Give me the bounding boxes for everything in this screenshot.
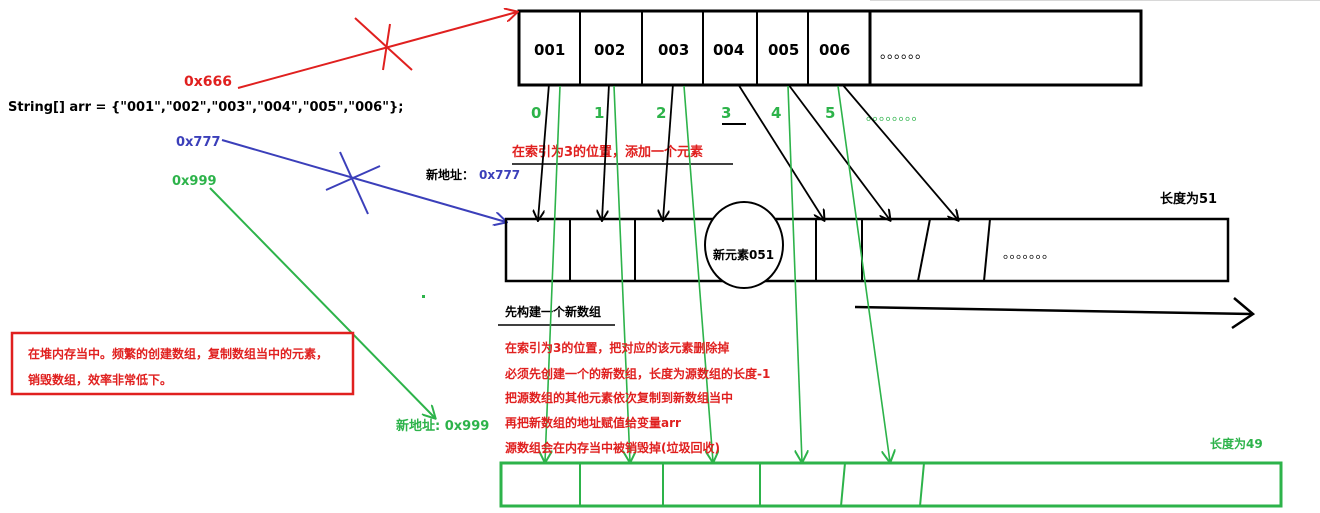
green-copy-arrow bbox=[787, 85, 802, 462]
green-copy-arrow bbox=[837, 85, 890, 462]
insert-instruction: 在索引为3的位置，添加一个元素 bbox=[512, 144, 703, 160]
red-cross-mark bbox=[354, 17, 413, 71]
bottom-array bbox=[499, 461, 1283, 508]
bottom-length-label: 长度为49 bbox=[1210, 436, 1263, 451]
middle-length-label: 长度为51 bbox=[1160, 191, 1217, 207]
index-label: 2 bbox=[656, 104, 666, 122]
bottom-new-address: 新地址: 0x999 bbox=[396, 418, 489, 434]
index-label: 3 bbox=[721, 104, 731, 122]
new-address-value: 0x777 bbox=[479, 168, 520, 182]
index-label: 4 bbox=[771, 104, 781, 122]
top-array-ellipsis: 。。。。。。 bbox=[880, 46, 929, 62]
indices-ellipsis: 。。。。。。。。 bbox=[866, 109, 925, 124]
red-reference-arrow bbox=[237, 12, 517, 89]
new-address-label: 新地址： bbox=[426, 167, 474, 182]
middle-array-box bbox=[504, 217, 1230, 283]
delete-step: 在索引为3的位置，把对应的该元素删除掉 bbox=[505, 340, 729, 355]
green-copy-arrow bbox=[683, 85, 713, 462]
top-array-box bbox=[517, 9, 1143, 87]
red-cross-mark bbox=[382, 23, 391, 71]
copy-arrow bbox=[787, 83, 890, 220]
copy-arrow bbox=[602, 83, 610, 220]
address-0x777: 0x777 bbox=[176, 135, 221, 150]
delete-step: 把源数组的其他元素依次复制到新数组当中 bbox=[505, 390, 733, 405]
blue-cross-mark bbox=[325, 165, 381, 191]
copy-arrow bbox=[737, 83, 824, 220]
bottom-array-box bbox=[499, 461, 1283, 508]
middle-array-ellipsis: 。。。。。。。 bbox=[1003, 247, 1055, 262]
top-divider-line bbox=[870, 0, 1320, 1]
delete-step: 必须先创建一个的新数组，长度为源数组的长度-1 bbox=[504, 366, 770, 381]
middle-array-divider bbox=[983, 218, 991, 282]
build-new-array-label: 先构建一个新数组 bbox=[505, 304, 601, 319]
copy-arrow bbox=[841, 83, 958, 220]
new-element-circle bbox=[704, 201, 784, 289]
address-0x666: 0x666 bbox=[184, 74, 232, 90]
top-array: 001 002 003 004 005 006 。。。。。。 bbox=[517, 9, 1143, 87]
top-cell-004: 004 bbox=[713, 41, 744, 59]
delete-step: 再把新数组的地址赋值给变量arr bbox=[505, 415, 681, 430]
middle-array: 新元素051 。。。。。。。 bbox=[504, 201, 1230, 289]
middle-array-divider bbox=[917, 218, 931, 282]
delete-copy-arrows bbox=[545, 85, 890, 462]
insert-copy-arrows bbox=[538, 83, 958, 220]
code-declaration: String[] arr = {"001","002","003","004",… bbox=[8, 100, 403, 115]
copy-arrow bbox=[538, 83, 550, 220]
green-copy-arrow bbox=[613, 85, 630, 462]
top-cell-002: 002 bbox=[594, 41, 625, 59]
new-element-label: 新元素051 bbox=[713, 247, 774, 262]
bottom-array-divider bbox=[919, 462, 925, 507]
delete-step: 源数组会在内存当中被销毁掉(垃圾回收) bbox=[505, 440, 720, 455]
extend-arrow bbox=[854, 305, 1253, 316]
note-box bbox=[10, 331, 355, 396]
green-reference-arrow bbox=[209, 187, 435, 418]
top-cell-006: 006 bbox=[819, 41, 850, 59]
top-cell-003: 003 bbox=[658, 41, 689, 59]
delete-steps: 在索引为3的位置，把对应的该元素删除掉 必须先创建一个的新数组，长度为源数组的长… bbox=[504, 340, 770, 455]
extend-arrow-head bbox=[1231, 297, 1256, 330]
green-dot bbox=[422, 295, 425, 298]
green-copy-arrow bbox=[545, 85, 561, 462]
index-label: 5 bbox=[825, 104, 835, 122]
efficiency-note: 在堆内存当中。频繁的创建数组，复制数组当中的元素， 销毁数组，效率非常低下。 bbox=[10, 331, 355, 396]
blue-reference-arrow bbox=[221, 139, 506, 222]
copy-arrow bbox=[663, 83, 674, 220]
note-line-2: 销毁数组，效率非常低下。 bbox=[28, 372, 172, 387]
top-array-indices: 0 1 2 3 4 5 。。。。。。。。 bbox=[531, 104, 925, 125]
index-label: 1 bbox=[594, 104, 604, 122]
bottom-array-divider bbox=[840, 462, 846, 507]
top-cell-001: 001 bbox=[534, 41, 565, 59]
blue-cross-mark bbox=[339, 151, 369, 215]
index-label: 0 bbox=[531, 104, 541, 122]
top-cell-005: 005 bbox=[768, 41, 799, 59]
address-0x999: 0x999 bbox=[172, 174, 217, 189]
note-line-1: 在堆内存当中。频繁的创建数组，复制数组当中的元素， bbox=[28, 346, 328, 361]
